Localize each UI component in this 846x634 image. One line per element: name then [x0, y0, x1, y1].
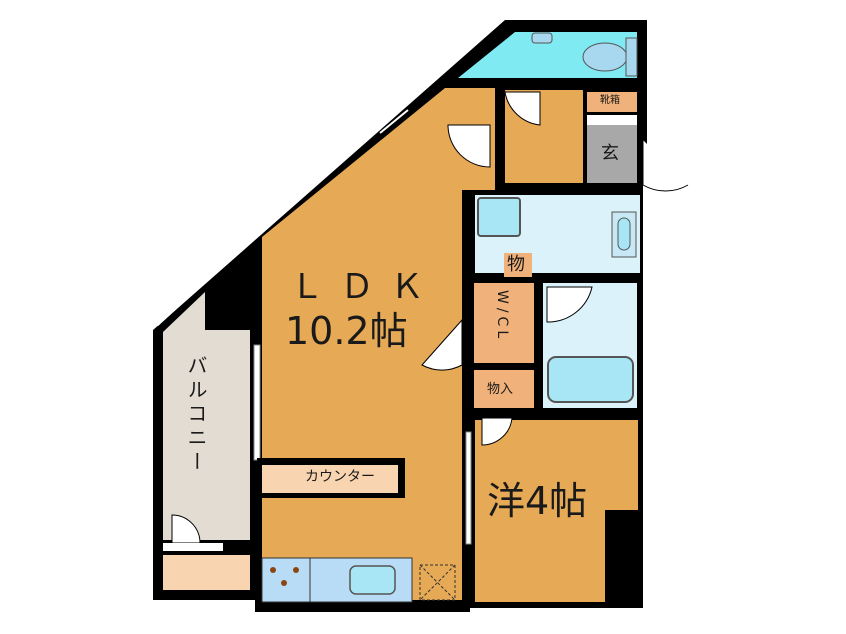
bathroom-door-icon: [546, 286, 593, 323]
balcony-label: バルコニー: [184, 355, 208, 475]
entrance-label: 玄: [601, 143, 619, 164]
western-room: [475, 420, 638, 602]
kitchen-sink-icon: [349, 565, 396, 595]
ldk-label: ＬＤＫ: [290, 267, 440, 307]
ldk-hall-door-icon: [447, 124, 491, 168]
shoe-box: [587, 92, 637, 112]
western-door-icon: [481, 417, 513, 446]
wic-door-icon: [421, 318, 463, 371]
counter-label: カウンター: [305, 469, 375, 485]
stove-icon: [270, 567, 299, 586]
storage-small-label: 物: [507, 254, 525, 275]
fridge-space-icon: [419, 564, 456, 601]
entrance-door-icon: [642, 140, 689, 192]
toilet-icon: [582, 42, 628, 72]
toilet-door-icon: [504, 91, 541, 126]
western-room-label: 洋4帖: [487, 479, 588, 523]
shoe-box-label: 靴箱: [600, 95, 620, 106]
wic-label: W/CL: [494, 290, 510, 343]
counter: [262, 465, 398, 493]
washing-machine-icon: [617, 217, 631, 251]
balcony: [155, 226, 264, 590]
balcony-door-icon: [171, 514, 201, 544]
closet: [474, 370, 534, 408]
storage-small: [504, 253, 532, 277]
ldk-size-label: 10.2帖: [285, 309, 408, 353]
washbasin-icon: [477, 197, 521, 237]
bathtub-icon: [547, 356, 634, 403]
walk-in-closet: [474, 283, 534, 363]
closet-label: 物入: [487, 382, 514, 397]
entrance: [587, 115, 637, 183]
diagonal-windows: [289, 109, 409, 206]
sink-icon: [531, 32, 553, 44]
